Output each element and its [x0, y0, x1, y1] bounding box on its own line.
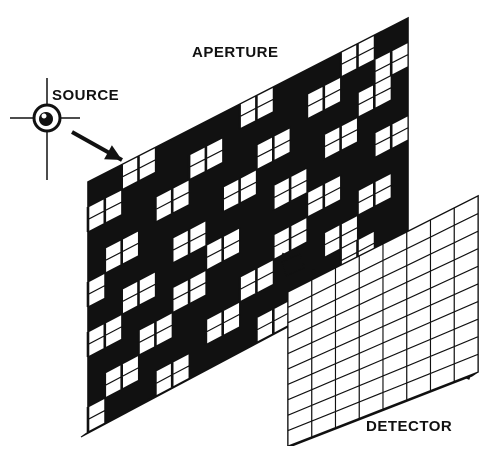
- source-arrow-head: [104, 145, 122, 160]
- source-core: [39, 112, 53, 126]
- detector-cell: [453, 353, 479, 383]
- detector-panel: [281, 194, 479, 451]
- detector-label: DETECTOR: [366, 418, 453, 435]
- light-source-icon: [10, 78, 80, 180]
- aperture-label: APERTURE: [192, 44, 279, 61]
- detector-mount: [281, 253, 305, 277]
- source-label: SOURCE: [52, 87, 120, 104]
- source-highlight: [41, 113, 47, 119]
